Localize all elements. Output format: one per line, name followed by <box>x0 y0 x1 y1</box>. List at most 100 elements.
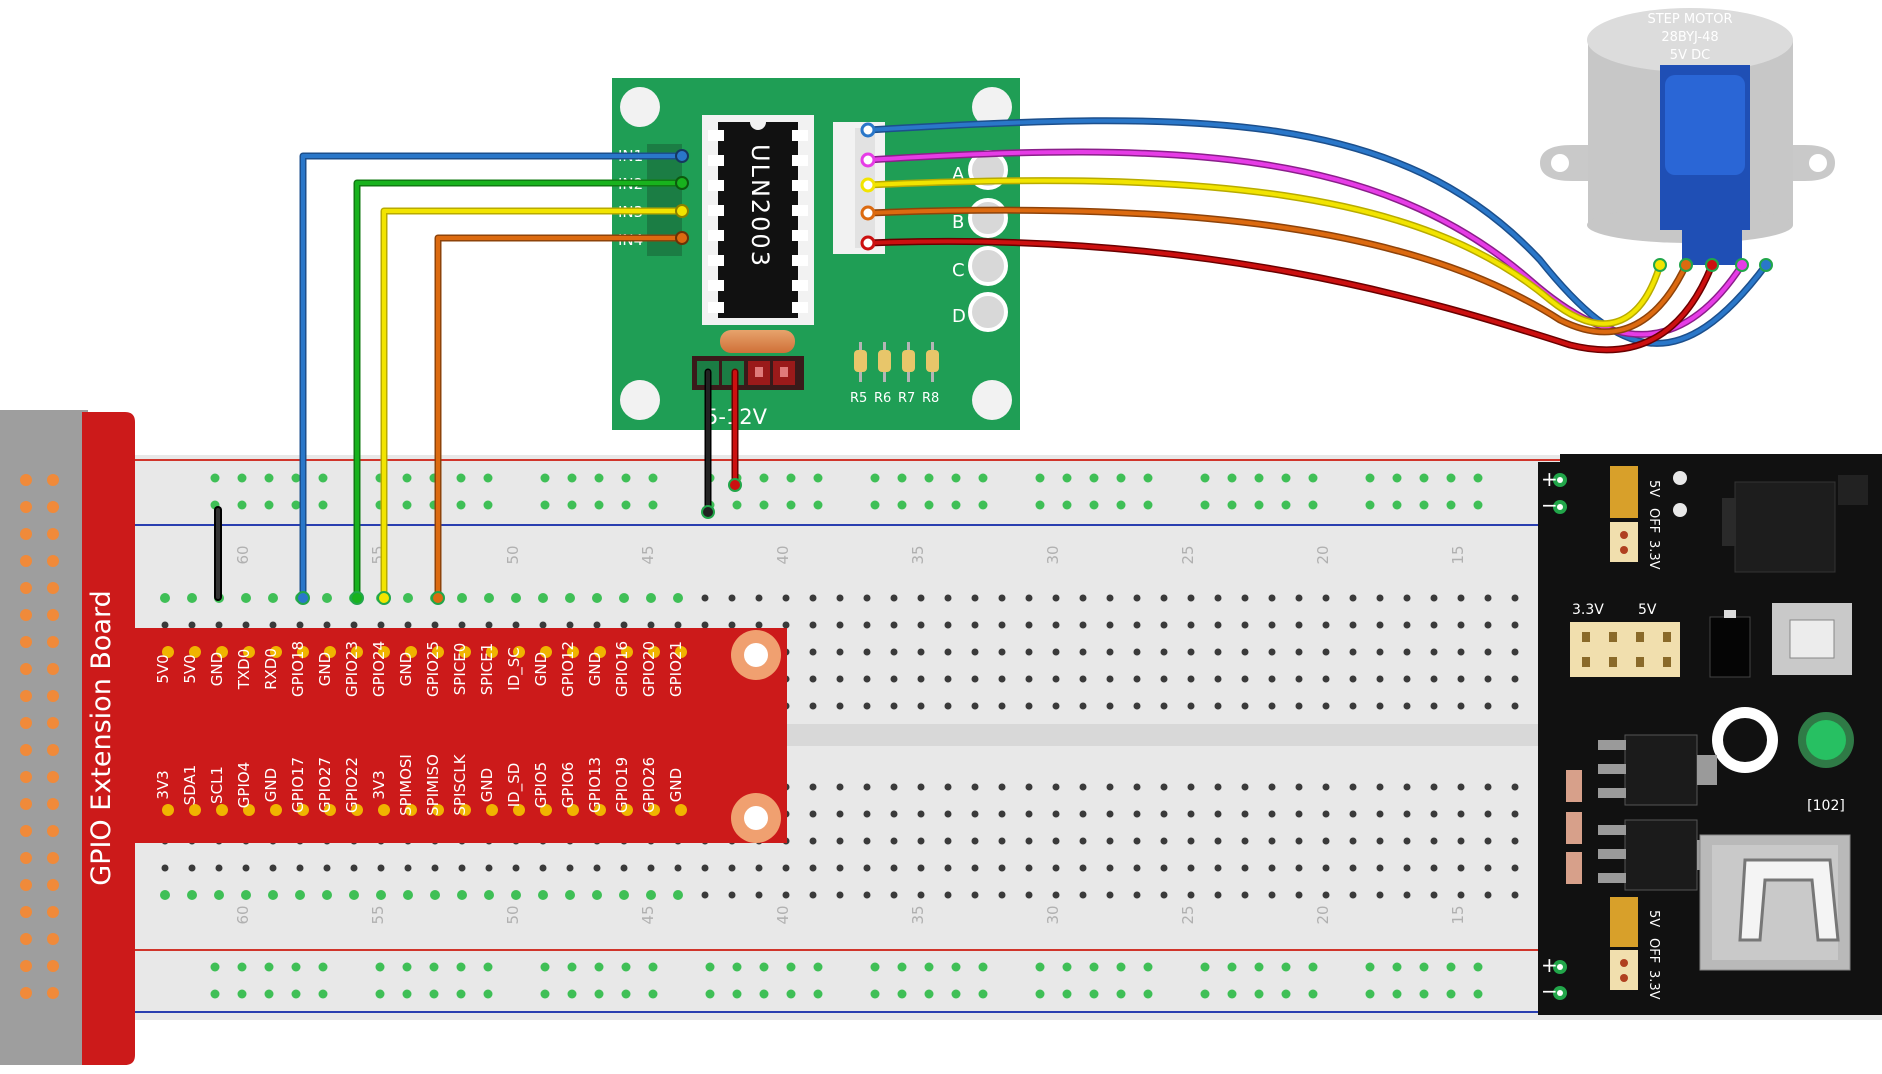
rail-hole <box>1281 989 1291 999</box>
col-num-bottom: 30 <box>1044 905 1062 924</box>
jumper-label: OFF <box>1646 938 1661 963</box>
rail-hole <box>318 500 328 510</box>
breadboard-hole <box>1349 675 1357 683</box>
breadboard-hole <box>592 890 602 900</box>
breadboard-hole <box>917 837 925 845</box>
breadboard-hole <box>971 810 979 818</box>
breadboard-hole <box>1187 837 1195 845</box>
rail-hole <box>1281 962 1291 972</box>
breadboard-hole <box>1457 837 1465 845</box>
gpio-label: GND <box>667 768 685 802</box>
breadboard-hole <box>188 864 196 872</box>
breadboard-hole <box>1160 837 1168 845</box>
rail-hole <box>897 989 907 999</box>
col-num-bottom: 45 <box>639 905 657 924</box>
power-minus-label: − <box>1541 979 1558 1003</box>
breadboard-hole <box>1457 810 1465 818</box>
rail-hole <box>1419 500 1429 510</box>
breadboard-hole <box>755 594 763 602</box>
breadboard-hole <box>1484 891 1492 899</box>
header-pin <box>47 933 59 945</box>
gpio-bottom-row-labels: 3V3 SDA1 SCL1 GPIO4 GND GPIO17 GPIO27 GP… <box>154 753 685 816</box>
breadboard-hole <box>1106 810 1114 818</box>
col-num-top: 50 <box>504 545 522 564</box>
power-minus-label: − <box>1541 493 1558 517</box>
breadboard-hole <box>863 864 871 872</box>
header-pin <box>20 609 32 621</box>
breadboard-hole <box>1160 594 1168 602</box>
gpio-label: GPIO23 <box>343 641 361 697</box>
breadboard-hole <box>1214 783 1222 791</box>
rail-hole <box>951 473 961 483</box>
rail-hole <box>786 473 796 483</box>
rail-hole <box>870 962 880 972</box>
header-pin <box>47 555 59 567</box>
rail-hole <box>567 500 577 510</box>
breadboard-hole <box>646 593 656 603</box>
rail-hole <box>1116 989 1126 999</box>
gpio-pin <box>270 804 282 816</box>
rail-hole <box>594 473 604 483</box>
rail-hole <box>1227 473 1237 483</box>
breadboard-hole <box>1457 783 1465 791</box>
breadboard-hole <box>836 648 844 656</box>
col-num-top: 60 <box>234 545 252 564</box>
breadboard-hole <box>593 621 601 629</box>
rail-hole <box>594 962 604 972</box>
rail-hole <box>402 500 412 510</box>
resistor-label: R7 <box>898 391 915 406</box>
breadboard-hole <box>1376 594 1384 602</box>
rail-hole <box>1143 473 1153 483</box>
power-header-pins <box>1570 622 1680 677</box>
breadboard-hole <box>646 890 656 900</box>
gpio-pin <box>270 646 282 658</box>
gpio-label: GPIO6 <box>559 762 577 808</box>
breadboard-hole <box>917 675 925 683</box>
breadboard-hole <box>1052 864 1060 872</box>
breadboard-hole <box>1241 675 1249 683</box>
gpio-pin <box>162 804 174 816</box>
breadboard-hole <box>863 675 871 683</box>
gpio-label: GND <box>262 768 280 802</box>
rail-hole <box>1473 989 1483 999</box>
rail-hole <box>318 473 328 483</box>
stepper-motor: STEP MOTOR 28BYJ-48 5V DC <box>1540 8 1835 265</box>
breadboard-hole <box>1403 864 1411 872</box>
breadboard-hole <box>1187 702 1195 710</box>
breadboard-hole <box>1376 810 1384 818</box>
breadboard-hole <box>1349 864 1357 872</box>
breadboard-hole <box>836 594 844 602</box>
col-num-top: 40 <box>774 545 792 564</box>
breadboard-hole <box>998 783 1006 791</box>
breadboard-hole <box>1268 891 1276 899</box>
breadboard-hole <box>1484 810 1492 818</box>
breadboard-hole <box>1322 648 1330 656</box>
breadboard-hole <box>512 864 520 872</box>
breadboard-hole <box>511 593 521 603</box>
rail-hole <box>648 500 658 510</box>
breadboard-hole <box>1214 702 1222 710</box>
breadboard-hole <box>1025 702 1033 710</box>
breadboard-hole <box>1295 702 1303 710</box>
breadboard-hole <box>1268 594 1276 602</box>
breadboard-hole <box>890 702 898 710</box>
breadboard-hole <box>1052 648 1060 656</box>
rail-hole <box>1227 989 1237 999</box>
breadboard-hole <box>1052 621 1060 629</box>
header-pin <box>20 501 32 513</box>
gpio-pin <box>243 646 255 658</box>
breadboard-hole <box>1160 675 1168 683</box>
led-label: B <box>952 212 964 233</box>
rail-hole <box>210 962 220 972</box>
breadboard-hole <box>485 621 493 629</box>
gpio-pin <box>486 646 498 658</box>
gpio-label: GPIO20 <box>640 641 658 697</box>
breadboard-hole <box>863 648 871 656</box>
breadboard-hole <box>1430 891 1438 899</box>
col-num-bottom: 55 <box>369 905 387 924</box>
breadboard-hole <box>431 621 439 629</box>
breadboard-hole <box>1376 621 1384 629</box>
breadboard-hole <box>1349 594 1357 602</box>
rail-hole <box>1089 500 1099 510</box>
breadboard-hole <box>1403 891 1411 899</box>
